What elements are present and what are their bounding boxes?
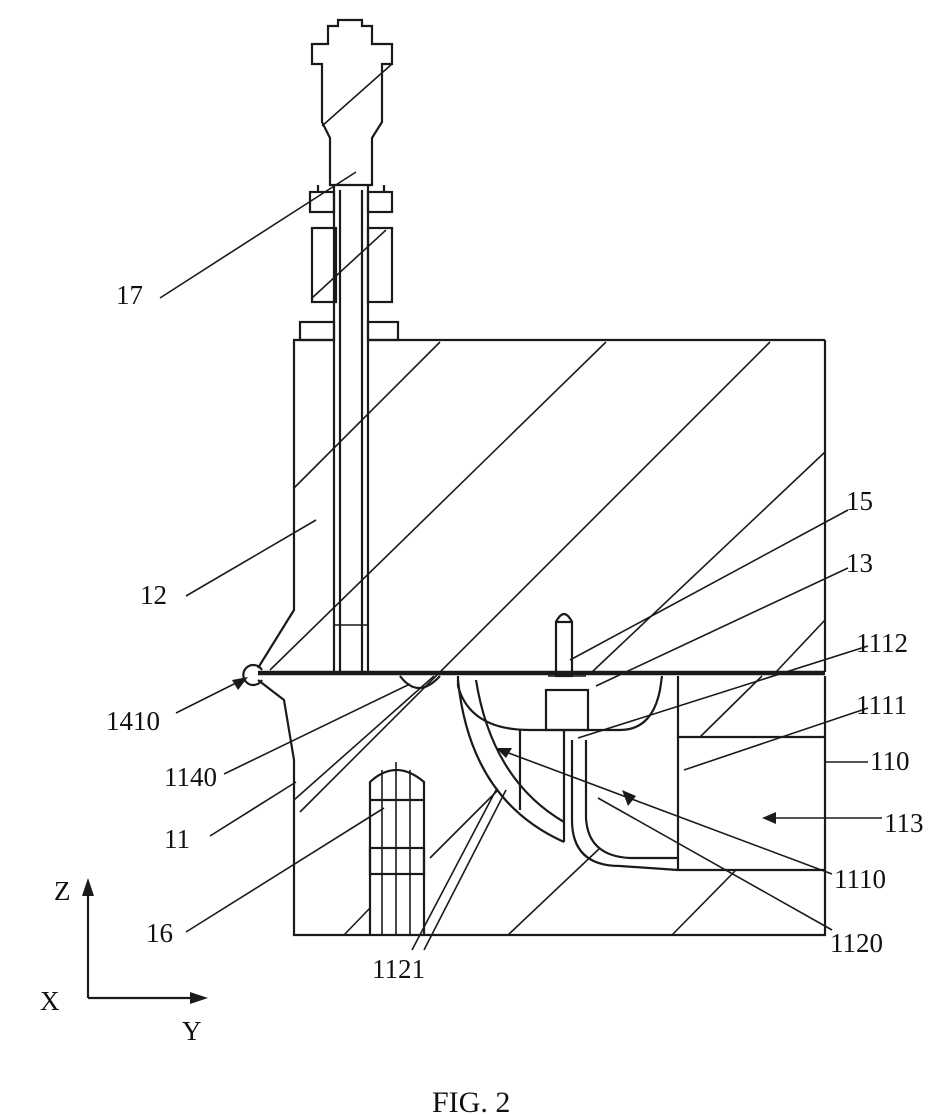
label-110: 110	[870, 746, 910, 776]
axis-x-label: X	[40, 986, 60, 1016]
label-1110: 1110	[834, 864, 886, 894]
leader-lines	[160, 172, 882, 950]
clamp-left	[312, 228, 336, 302]
label-1111: 1111	[856, 690, 907, 720]
column-top-cap	[312, 20, 392, 185]
label-113: 113	[884, 808, 924, 838]
label-15: 15	[846, 486, 873, 516]
lower-flange-left	[300, 322, 334, 340]
label-1121: 1121	[372, 954, 425, 984]
lower-block	[258, 614, 825, 935]
column-assembly	[300, 20, 398, 672]
block-13	[546, 690, 588, 730]
axis-z-label: Z	[54, 876, 71, 906]
label-17: 17	[116, 280, 143, 310]
upper-flange-left	[310, 192, 334, 212]
label-1112: 1112	[856, 628, 908, 658]
label-1140: 1140	[164, 762, 217, 792]
label-12: 12	[140, 580, 167, 610]
upper-block	[258, 340, 825, 812]
figure-caption: FIG. 2	[432, 1086, 510, 1115]
upper-flange-right	[368, 192, 392, 212]
pin-15	[556, 622, 572, 676]
lower-flange-right	[368, 322, 398, 340]
label-11: 11	[164, 824, 190, 854]
reference-numerals: 17 12 15 13 1112 1111 110 113 1410 1140 …	[106, 280, 924, 984]
axis-y-label: Y	[182, 1016, 202, 1046]
label-1410: 1410	[106, 706, 160, 736]
clamp-right	[368, 228, 392, 302]
axis-indicator: Z X Y	[40, 876, 208, 1046]
label-1120: 1120	[830, 928, 883, 958]
label-13: 13	[846, 548, 873, 578]
label-16: 16	[146, 918, 173, 948]
